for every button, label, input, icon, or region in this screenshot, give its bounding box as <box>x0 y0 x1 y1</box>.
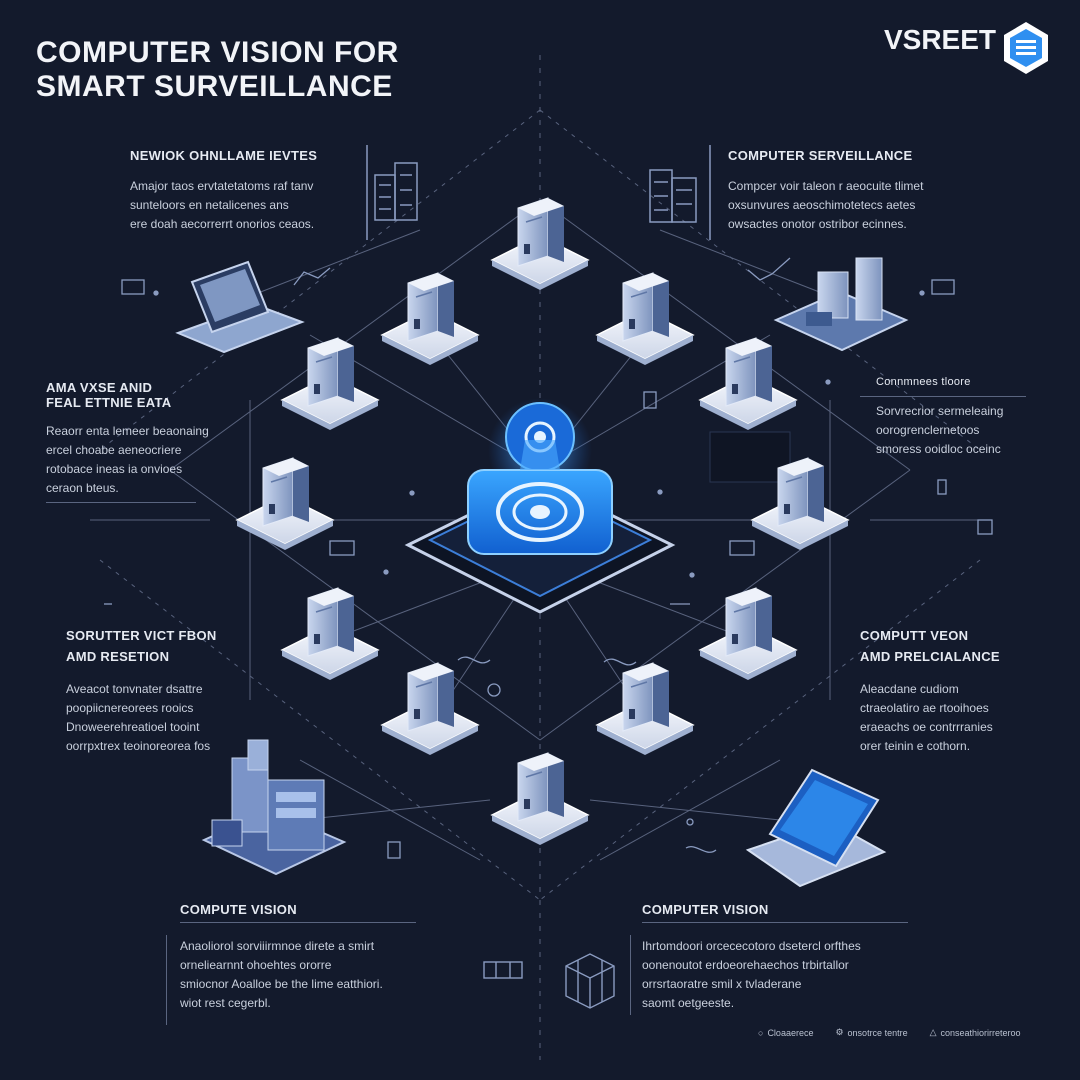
server-node-icon <box>698 587 798 680</box>
legend-item: △conseathiorirreteroo <box>929 1027 1021 1038</box>
panel-body: Compcer voir taleon r aeocuite tlimet ox… <box>728 179 924 231</box>
gear-icon: ○ <box>758 1027 764 1038</box>
server-nodes <box>235 197 850 845</box>
warning-icon: △ <box>929 1027 937 1037</box>
panel-body: Amajor taos ervtatetatoms raf tanv sunte… <box>130 179 315 231</box>
gear-icon: ⚙ <box>835 1027 844 1037</box>
server-node-icon <box>380 272 480 365</box>
panel-heading: Connmnees tloore <box>876 376 971 388</box>
panel-body: Sorvrecrior sermeleaing oorogrenclerneto… <box>876 404 1004 456</box>
server-node-icon <box>750 457 850 550</box>
divider <box>166 935 167 1025</box>
panel-lower-left: SORUTTER VICT FBON AMD RESETION Aveacot … <box>66 628 246 756</box>
ai-core-icon <box>404 398 676 614</box>
divider <box>630 935 631 1015</box>
panel-body: Reaorr enta lemeer beaonaing ercel choab… <box>46 424 209 495</box>
camera-icon <box>773 257 909 352</box>
divider <box>642 922 908 923</box>
panel-bottom-left: COMPUTE VISION Anaoliorol sorviiirmnoe d… <box>180 902 430 1013</box>
panel-bottom-right: COMPUTER VISION Ihrtomdoori orcececotoro… <box>642 902 902 1013</box>
server-node-icon <box>490 752 590 845</box>
divider <box>180 922 416 923</box>
laptop-icon <box>175 260 305 354</box>
brand-name: VSREET <box>883 24 996 55</box>
server-node-icon <box>490 197 590 290</box>
cube-icon <box>565 953 615 1009</box>
server-node-icon <box>280 337 380 430</box>
panel-heading: AMA VXSE ANID FEAL ETTNIE EATA <box>46 380 172 410</box>
panel-body: Aveacot tonvnater dsattre poopiicnereore… <box>66 682 211 753</box>
title-line-1: COMPUTER VISION FOR <box>36 36 399 69</box>
server-node-icon <box>595 662 695 755</box>
server-node-icon <box>380 662 480 755</box>
building-icon <box>366 145 418 240</box>
server-node-icon <box>235 457 335 550</box>
server-node-icon <box>280 587 380 680</box>
building-icon <box>649 145 711 240</box>
legend-item: ○Cloaaerece <box>758 1027 814 1038</box>
panel-body: Ihrtomdoori orcececotoro dsetercl orfthe… <box>642 939 861 1010</box>
building-icon <box>201 739 347 876</box>
panel-mid-right: Connmnees tloore Sorvrecrior sermeleaing… <box>876 376 1046 459</box>
panel-heading: SORUTTER VICT FBON AMD RESETION <box>66 628 217 664</box>
panel-heading: COMPUTER SERVEILLANCE <box>728 148 913 163</box>
server-node-icon <box>595 272 695 365</box>
server-node-icon <box>698 337 798 430</box>
server-rack-icon <box>483 961 523 979</box>
decorative-glyphs <box>104 257 993 859</box>
panel-heading: COMPUTE VISION <box>180 902 297 917</box>
laptop-icon <box>745 768 887 888</box>
panel-body: Aleacdane cudiom ctraeolatiro ae rtooiho… <box>860 682 993 753</box>
panel-heading: COMPUTER VISION <box>642 902 769 917</box>
brand: VSREET <box>884 24 996 56</box>
panel-mid-left: AMA VXSE ANID FEAL ETTNIE EATA Reaorr en… <box>46 380 216 498</box>
panel-heading: COMPUTT VEON AMD PRELCIALANCE <box>860 628 1000 664</box>
footer-legend: ○Cloaaerece ⚙onsotrce tentre △conseathio… <box>758 1027 1021 1038</box>
divider <box>860 396 1026 397</box>
dark-block <box>709 431 791 483</box>
title-line-2: SMART SURVEILLANCE <box>36 70 393 103</box>
panel-top-right: COMPUTER SERVEILLANCE Compcer voir taleo… <box>728 148 968 234</box>
legend-item: ⚙onsotrce tentre <box>835 1027 908 1038</box>
panel-body: Anaoliorol sorviiirmnoe direte a smirt o… <box>180 939 383 1010</box>
divider <box>46 502 196 503</box>
panel-top-left: NEWIOK OHNLLAME IEVTES Amajor taos ervta… <box>130 148 360 234</box>
page-title: COMPUTER VISION FOR SMART SURVEILLANCE <box>36 36 399 104</box>
hexagon-logo-icon <box>1004 22 1048 74</box>
panel-heading: NEWIOK OHNLLAME IEVTES <box>130 148 318 163</box>
panel-lower-right: COMPUTT VEON AMD PRELCIALANCE Aleacdane … <box>860 628 1050 756</box>
